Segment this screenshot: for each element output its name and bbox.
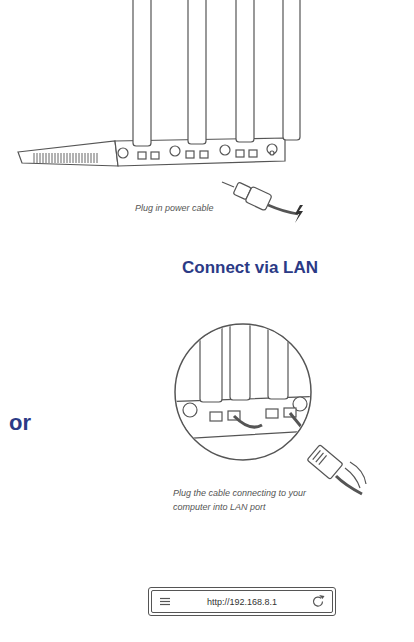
port [266,409,278,418]
caption: Plug in power cable [135,201,255,215]
port [249,150,257,157]
port [151,152,159,159]
caption: Plug the cable connecting to your comput… [173,486,313,514]
router [18,0,300,166]
antenna [133,0,151,146]
lightning-icon [295,205,303,223]
power-plug [222,180,303,223]
router-back-panel [160,396,330,440]
hand-outline [345,462,366,488]
refresh-arrow [319,595,324,599]
menu-icon [160,604,170,605]
port [186,151,194,158]
ethernet-plug [307,445,366,494]
router-side [18,141,118,166]
address-bar: http://192.168.8.1 [148,587,336,616]
power-cable [268,205,298,214]
port [210,412,222,421]
antenna-hinge [220,145,230,155]
antenna [200,300,222,402]
antenna [268,300,288,399]
port [236,150,244,157]
menu-icon [160,601,170,602]
or-word: or [9,410,49,436]
port [200,151,208,158]
zoom-circle [160,300,366,494]
port [138,152,146,159]
section-heading: Connect via LAN [182,258,318,278]
lan-cable [290,413,312,440]
antenna-hinge [267,144,277,154]
menu-icon [160,598,170,599]
antenna-hinge [170,146,180,156]
antenna [236,0,254,142]
reset-button [270,151,274,155]
vent-grille [32,153,98,163]
wan-cable [234,416,262,427]
antenna-hinge [118,148,128,158]
plug-pin [222,182,234,187]
address-field: http://192.168.8.1 [151,590,333,613]
url-text: http://192.168.8.1 [207,597,277,607]
antenna [230,300,250,400]
antenna [283,0,300,140]
antenna-hinge [183,403,197,417]
refresh-icon [314,597,323,606]
antenna [188,0,206,144]
port [284,408,296,417]
ethernet-cable [336,476,362,494]
